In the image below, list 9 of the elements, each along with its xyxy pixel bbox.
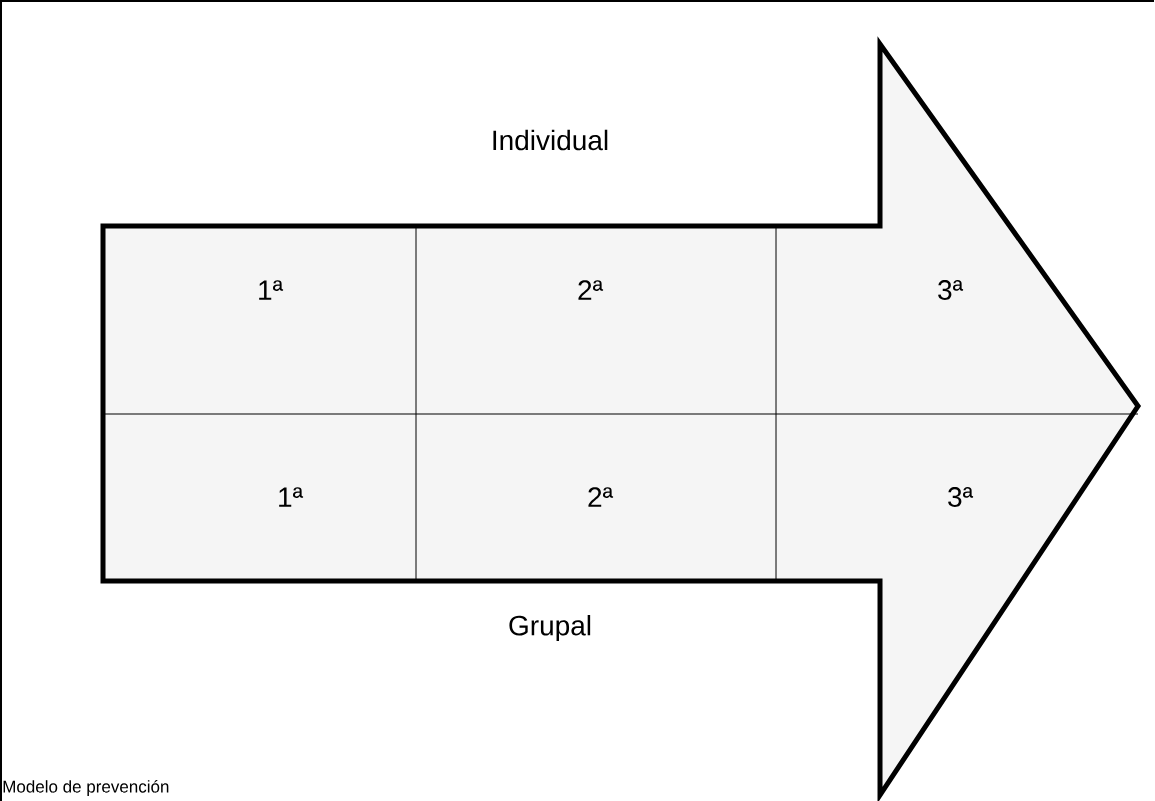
caption: Modelo de prevención bbox=[3, 780, 169, 797]
row-label: Grupal bbox=[509, 614, 591, 642]
row-label: Individual bbox=[493, 129, 608, 151]
cell-label: 2ª bbox=[578, 280, 604, 300]
cell-label: 3ª bbox=[948, 487, 974, 507]
cell-label: 3ª bbox=[938, 280, 964, 300]
cell-label: 1ª bbox=[279, 487, 304, 507]
cell-label: 1ª bbox=[259, 280, 284, 300]
cell-label: 2ª bbox=[588, 487, 614, 507]
